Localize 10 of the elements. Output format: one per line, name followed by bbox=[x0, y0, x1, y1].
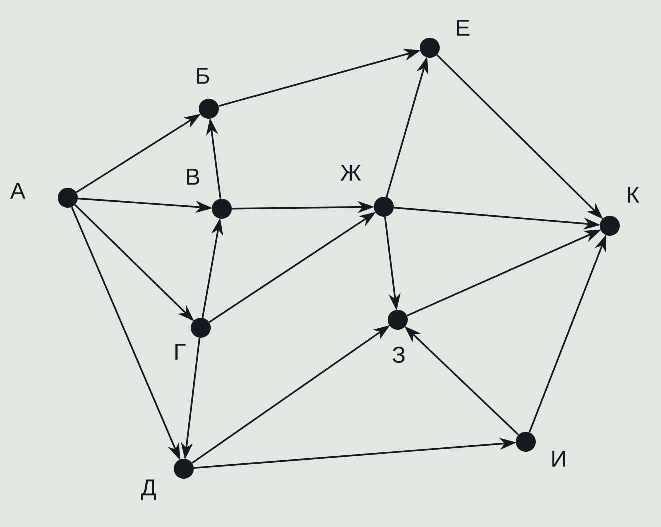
vertex-label: З bbox=[392, 346, 405, 364]
vertex-label: В bbox=[187, 169, 200, 185]
vertex-label: Е bbox=[457, 20, 470, 36]
vertex-label: Б bbox=[197, 68, 210, 84]
vertex-label: К bbox=[628, 187, 640, 203]
vertex-label: Г bbox=[176, 344, 186, 360]
vertex-label: А bbox=[10, 183, 26, 199]
vertex-label: Д bbox=[141, 480, 156, 500]
vertex-label: И bbox=[552, 451, 566, 467]
vertex-label: Ж bbox=[340, 165, 362, 181]
